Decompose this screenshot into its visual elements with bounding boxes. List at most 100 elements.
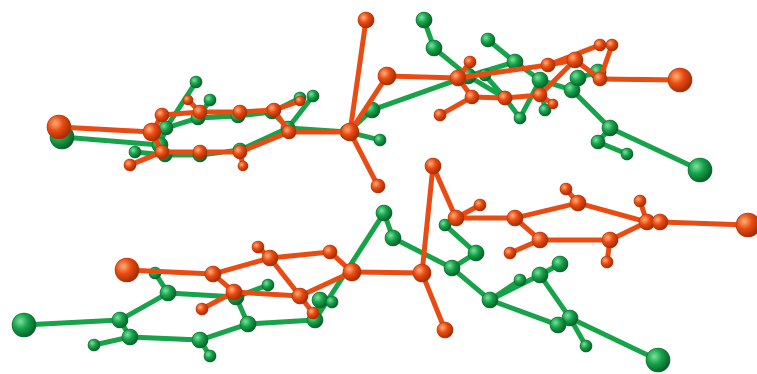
green-molecule-bond (245, 317, 318, 327)
green-molecule-atom (467, 244, 485, 262)
green-molecule-atom (11, 312, 37, 338)
green-molecule-atom (480, 32, 496, 48)
orange-molecule-atom (449, 69, 467, 87)
orange-molecule-atom (540, 57, 556, 73)
orange-molecule-atom (114, 257, 140, 283)
green-molecule-atom (189, 75, 203, 89)
green-molecule-atom (373, 133, 387, 147)
green-molecule-atom (551, 255, 569, 273)
orange-molecule-atom (357, 11, 375, 29)
green-molecule-atom (481, 291, 499, 309)
orange-molecule-atom (142, 122, 162, 142)
orange-molecule-atom (633, 194, 647, 208)
green-molecule-bond (537, 272, 573, 321)
orange-molecule-bond (231, 289, 303, 299)
green-molecule-atom (620, 147, 634, 161)
green-molecule-atom (590, 134, 606, 150)
green-molecule-atom (306, 89, 320, 103)
orange-molecule-atom (225, 283, 243, 301)
orange-molecule-atom (506, 209, 524, 227)
orange-molecule-bond (210, 255, 273, 277)
orange-molecule-atom (424, 157, 442, 175)
orange-molecule-atom (342, 262, 362, 282)
orange-molecule-bond (349, 269, 425, 276)
green-molecule-atom (111, 311, 129, 329)
green-molecule-atom (239, 315, 257, 333)
orange-molecule-atom (192, 144, 208, 160)
orange-molecule-bond (419, 163, 436, 276)
green-molecule-atom (87, 338, 101, 352)
orange-molecule-atom (322, 244, 338, 260)
green-molecule-atom (311, 291, 329, 309)
orange-molecule-bond (124, 267, 216, 277)
orange-molecule-atom (497, 90, 513, 106)
green-molecule-atom (191, 331, 209, 349)
orange-molecule-bond (56, 124, 155, 135)
green-molecule-atom (645, 347, 671, 373)
orange-molecule-atom (192, 104, 208, 120)
orange-molecule-bond (597, 76, 683, 83)
orange-molecule-layer (46, 11, 757, 339)
orange-molecule-atom (593, 38, 607, 52)
green-molecule-atom (513, 111, 527, 125)
green-molecule-atom (128, 145, 142, 159)
orange-molecule-atom (340, 122, 360, 142)
orange-molecule-atom (281, 124, 297, 140)
green-molecule-atom (203, 349, 217, 363)
green-molecule-bond (117, 290, 171, 323)
orange-molecule-atom (532, 87, 548, 103)
green-molecule-atom (443, 259, 461, 277)
orange-molecule-atom (232, 144, 248, 160)
orange-molecule-atom (592, 71, 608, 87)
green-molecule-atom (538, 103, 552, 117)
green-molecule-atom (531, 266, 549, 284)
green-molecule-atom (121, 328, 139, 346)
green-molecule-atom (579, 339, 593, 353)
green-molecule-atom (415, 11, 433, 29)
green-molecule-atom (384, 229, 402, 247)
green-molecule-bond (569, 87, 613, 131)
orange-molecule-atom (377, 66, 397, 86)
orange-molecule-atom (531, 231, 549, 249)
orange-molecule-atom (123, 158, 137, 172)
green-molecule-bond (197, 321, 251, 343)
orange-molecule-bond (384, 73, 461, 81)
orange-molecule-atom (735, 212, 757, 238)
green-molecule-atom (687, 157, 713, 183)
green-molecule-atom (531, 71, 549, 89)
green-molecule-atom (601, 119, 619, 137)
green-molecule-atom (438, 218, 452, 232)
orange-molecule-bond (347, 17, 369, 135)
orange-molecule-atom (605, 38, 619, 52)
orange-molecule-atom (306, 306, 320, 320)
orange-molecule-atom (294, 95, 306, 107)
orange-molecule-atom (569, 194, 587, 212)
green-molecule-atom (261, 278, 275, 292)
orange-molecule-bond (347, 129, 381, 189)
orange-molecule-bond (347, 73, 390, 135)
green-molecule-atom (375, 204, 393, 222)
orange-molecule-atom (204, 265, 222, 283)
green-molecule-atom (549, 316, 567, 334)
green-molecule-bond (21, 317, 123, 328)
orange-molecule-atom (370, 178, 386, 194)
orange-molecule-atom (651, 213, 669, 231)
orange-molecule-bond (237, 129, 292, 155)
orange-molecule-atom (237, 160, 249, 172)
green-molecule-bond (607, 125, 703, 173)
green-molecule-atom (203, 93, 217, 107)
orange-molecule-atom (559, 182, 573, 196)
orange-molecule-atom (154, 107, 170, 123)
green-molecule-bond (567, 315, 661, 363)
orange-molecule-bond (267, 249, 333, 261)
orange-molecule-bond (430, 163, 459, 221)
green-molecule-bond (163, 79, 199, 131)
green-molecule-atom (159, 284, 177, 302)
orange-molecule-atom (547, 98, 559, 110)
orange-molecule-bond (297, 269, 355, 299)
orange-molecule-atom (251, 240, 265, 254)
orange-molecule-bond (512, 200, 581, 221)
orange-molecule-atom (566, 51, 584, 69)
